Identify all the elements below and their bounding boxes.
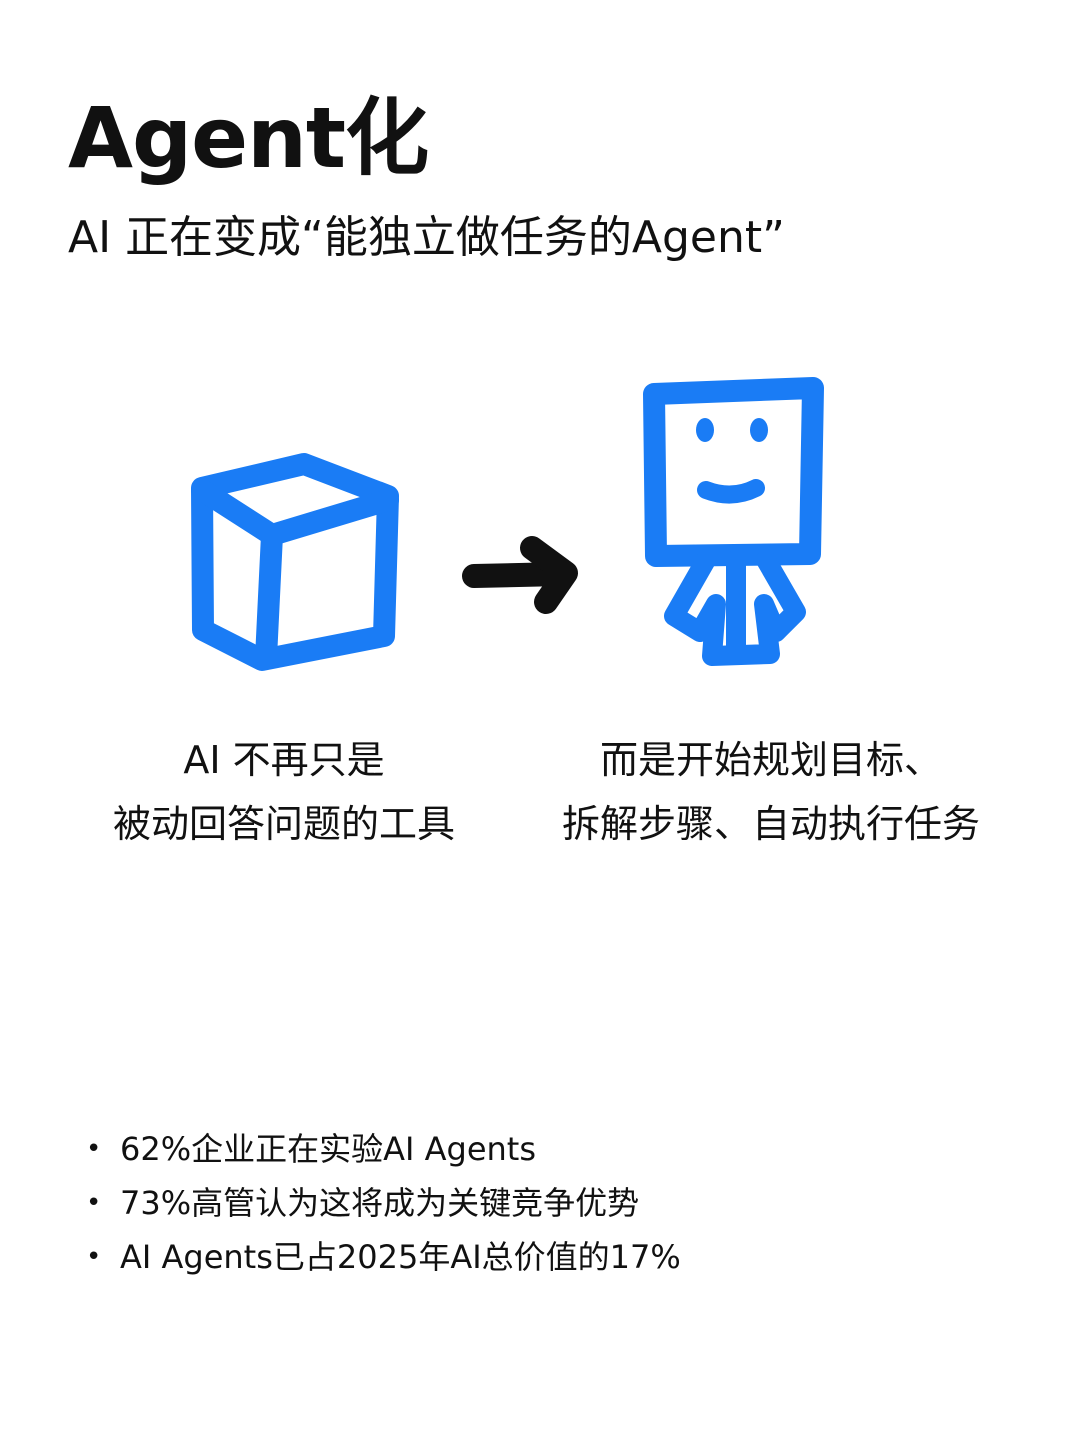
caption-left: AI 不再只是 被动回答问题的工具 bbox=[84, 728, 484, 856]
bullet-icon: • bbox=[86, 1188, 102, 1218]
caption-right-line-1: 而是开始规划目标、 bbox=[599, 738, 942, 782]
caption-left-line-1: AI 不再只是 bbox=[183, 738, 385, 782]
arrow-right-icon bbox=[462, 536, 578, 614]
bullet-icon: • bbox=[86, 1134, 102, 1164]
illustration bbox=[191, 377, 824, 671]
cube-icon bbox=[191, 453, 399, 671]
caption-right-line-2: 拆解步骤、自动执行任务 bbox=[561, 802, 980, 846]
robot-agent-icon bbox=[643, 377, 824, 666]
list-item: • AI Agents已占2025年AI总价值的17% bbox=[82, 1230, 681, 1284]
caption-left-line-2: 被动回答问题的工具 bbox=[112, 802, 455, 846]
bullet-icon: • bbox=[86, 1242, 102, 1272]
page-subtitle: AI 正在变成“能独立做任务的Agent” bbox=[68, 212, 785, 263]
stat-text: 73%高管认为这将成为关键竞争优势 bbox=[120, 1184, 640, 1222]
caption-right: 而是开始规划目标、 拆解步骤、自动执行任务 bbox=[540, 728, 1002, 856]
stats-list: • 62%企业正在实验AI Agents • 73%高管认为这将成为关键竞争优势… bbox=[82, 1122, 681, 1284]
stat-text: 62%企业正在实验AI Agents bbox=[120, 1130, 537, 1168]
page-title: Agent化 bbox=[68, 89, 429, 187]
stat-text: AI Agents已占2025年AI总价值的17% bbox=[120, 1238, 681, 1276]
list-item: • 62%企业正在实验AI Agents bbox=[82, 1122, 681, 1176]
list-item: • 73%高管认为这将成为关键竞争优势 bbox=[82, 1176, 681, 1230]
